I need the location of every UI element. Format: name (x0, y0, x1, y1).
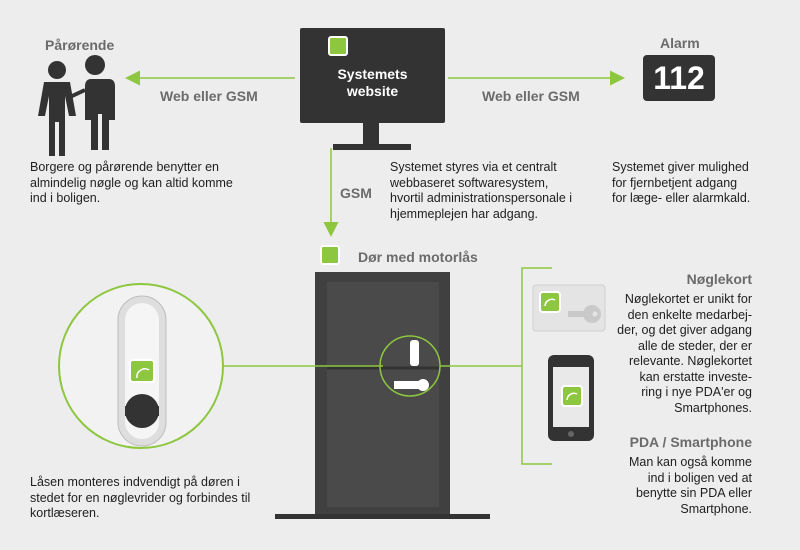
alarm-description: Systemet giver mulighed for fjernbetjent… (612, 160, 792, 207)
text-line: ring i nye PDA'er og (641, 385, 752, 399)
monitor-neck (363, 122, 379, 144)
text-line: ind i boligen ved at (647, 470, 752, 485)
pda-title: PDA / Smartphone (629, 434, 752, 450)
text-line: webbaseret softwaresystem, (390, 175, 549, 190)
lock-device-icon (117, 295, 167, 447)
website-title-line: Systemets (337, 66, 408, 82)
text-line: Låsen monteres indvendigt på døren i (30, 475, 240, 489)
text-line: Smartphone. (680, 501, 752, 516)
text-line: alle de steder, der er (638, 338, 752, 353)
alarm-title: Alarm (660, 35, 700, 51)
door-title: Dør med motorlås (358, 249, 478, 265)
text-line: ind i boligen. (30, 191, 101, 205)
text-line: benytte sin PDA eller (635, 486, 752, 500)
text-line: hjemmeplejen har adgang. (390, 206, 539, 221)
website-title-line: website (346, 83, 399, 99)
wifi-icon (328, 36, 348, 56)
text-line: Nøglekortet er unikt for (624, 292, 752, 306)
text-line: for læge- eller alarmkald. (612, 191, 751, 205)
text-line: Smartphones. (674, 400, 752, 415)
smartphone-icon (548, 355, 594, 441)
wifi-icon (320, 245, 340, 265)
alarm-number-box: 112 (643, 55, 715, 101)
keycard-description: Nøglekortet er unikt for den enkelte med… (612, 292, 752, 416)
website-title: Systemets website (300, 66, 445, 100)
text-line: for fjernbetjent adgang (612, 175, 738, 190)
text-line: den enkelte medarbej- (627, 307, 752, 322)
text-line: kan erstatte investe- (639, 369, 752, 384)
relatives-title: Pårørende (45, 37, 115, 53)
door-icon (275, 272, 490, 519)
edge-label-left: Web eller GSM (160, 88, 258, 104)
text-line: almindelig nøgle og kan altid komme (30, 175, 233, 190)
text-line: Man kan også komme (629, 455, 752, 469)
text-line: relevante. Nøglekortet (629, 354, 752, 368)
lock-description: Låsen monteres indvendigt på døren i ste… (30, 475, 290, 522)
text-line: Systemet styres via et centralt (390, 160, 557, 174)
pda-description: Man kan også komme ind i boligen ved at … (612, 455, 752, 517)
text-line: Borgere og pårørende benytter en (30, 160, 220, 174)
keycard-title: Nøglekort (686, 271, 752, 287)
text-line: kortlæseren. (30, 506, 100, 520)
monitor-base (333, 144, 411, 150)
keycard-icon (532, 284, 606, 332)
text-line: hvortil administrationspersonale i (390, 191, 573, 205)
people-icon (38, 55, 115, 156)
edge-label-right: Web eller GSM (482, 88, 580, 104)
text-line: Systemet giver mulighed (612, 160, 749, 174)
text-line: stedet for en nøglevrider og forbindes t… (30, 490, 251, 505)
website-monitor: Systemets website (300, 28, 445, 123)
edge-label-down: GSM (340, 185, 372, 201)
devices-bracket (521, 267, 552, 465)
relatives-description: Borgere og pårørende benytter en alminde… (30, 160, 265, 207)
text-line: der, og det giver adgang (617, 323, 752, 337)
website-description: Systemet styres via et centralt webbaser… (390, 160, 600, 222)
